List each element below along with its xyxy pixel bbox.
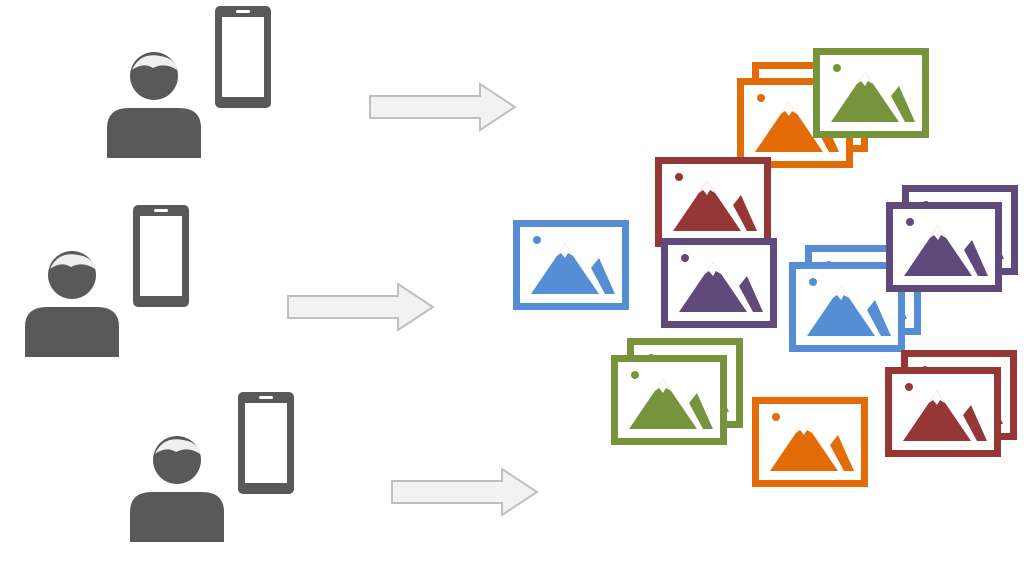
smartphone-icon — [215, 6, 271, 108]
smartphone-icon — [238, 392, 294, 494]
arrow-right-icon — [369, 82, 517, 132]
smartphone-icon — [133, 205, 189, 307]
image-icon — [752, 397, 868, 487]
image-icon — [813, 48, 929, 138]
image-icon — [885, 367, 1001, 457]
image-icon — [789, 262, 905, 352]
image-icon — [886, 202, 1002, 292]
image-icon — [611, 355, 727, 445]
image-icon — [655, 157, 771, 247]
image-icon — [513, 220, 629, 310]
person-icon — [107, 52, 201, 158]
image-icon — [661, 238, 777, 328]
arrow-right-icon — [287, 282, 435, 332]
person-icon — [25, 251, 119, 357]
person-icon — [130, 436, 224, 542]
arrow-right-icon — [391, 467, 539, 517]
